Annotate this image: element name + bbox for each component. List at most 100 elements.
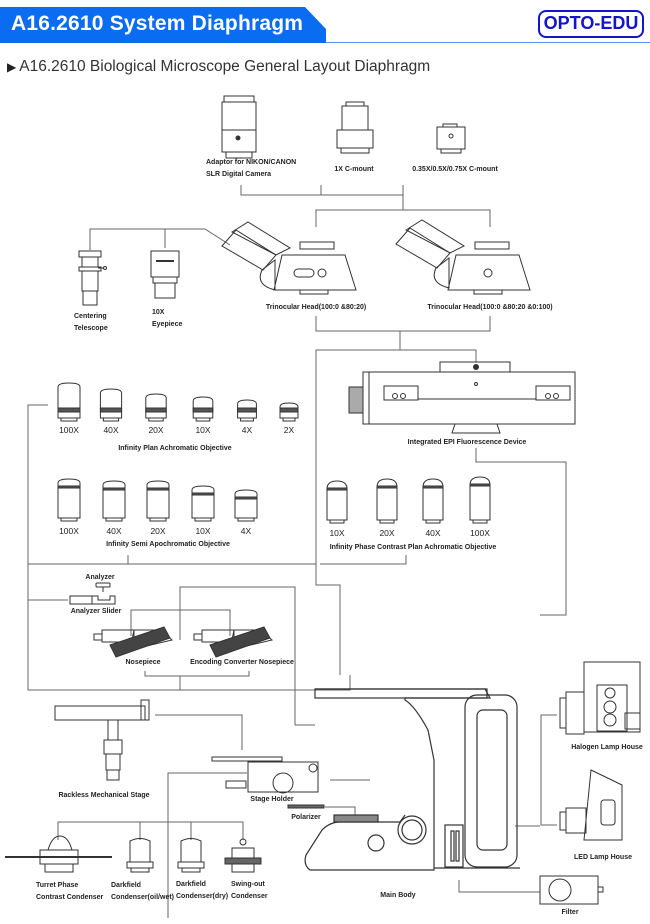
magnification-label: 10X	[329, 528, 345, 538]
analyzer-slider-label: Analyzer Slider	[70, 608, 122, 615]
objective-band	[99, 407, 123, 413]
c-mount-reduced-label: 0.35X/0.5X/0.75X C-mount	[412, 166, 498, 173]
brand-logo: OPTO-EDU	[538, 10, 644, 38]
darkfield-dry-drawing	[177, 838, 205, 873]
magnification-label: 10X	[195, 425, 211, 435]
header-tab	[0, 7, 326, 43]
magnification-label: 40X	[106, 526, 122, 536]
filter-label: Filter	[561, 909, 579, 916]
magnification-label: 4X	[240, 526, 252, 536]
magnification-label: 20X	[150, 526, 166, 536]
plan-achromatic-objectives	[57, 382, 299, 422]
objective-lens	[237, 399, 257, 419]
swing-out-condenser-drawing	[224, 838, 262, 873]
filter-drawing	[539, 875, 604, 905]
mechanical-stage-drawing	[54, 699, 150, 781]
objective-band	[146, 487, 170, 491]
objective-band	[279, 407, 299, 413]
centering-telescope-drawing	[78, 250, 107, 306]
magnification-label: 4X	[241, 425, 253, 435]
polarizer-label: Polarizer	[291, 814, 321, 821]
magnification-label: 100X	[59, 425, 79, 435]
objective-band	[234, 496, 258, 500]
objective-thread	[60, 517, 78, 522]
c-mount-reduced-drawing	[436, 123, 466, 154]
objective-lens	[99, 388, 123, 419]
magnification-label: 20X	[379, 528, 395, 538]
mechanical-stage-label: Rackless Mechanical Stage	[58, 792, 150, 799]
eyepiece-drawing	[150, 250, 180, 299]
objective-thread	[60, 417, 78, 422]
objective-band	[57, 485, 81, 489]
encoding-nosepiece-label: Encoding Converter Nosepiece	[190, 659, 294, 666]
led-lamp-drawing	[559, 769, 623, 841]
c-mount-1x-drawing	[336, 101, 374, 154]
analyzer-drawing	[69, 582, 116, 605]
darkfield-oil-drawing	[126, 838, 154, 873]
objective-thread	[237, 517, 255, 522]
objective-lens	[469, 476, 491, 521]
page-title: A16.2610 System Diaphragm	[11, 12, 304, 35]
analyzer-label: Analyzer	[85, 574, 115, 581]
trinocular-head-b-drawing	[395, 219, 531, 295]
c-mount-1x-label: 1X C-mount	[334, 166, 374, 173]
objective-lens	[146, 480, 170, 519]
objective-lens	[422, 478, 444, 521]
section-subtitle: ▶A16.2610 Biological Microscope General …	[7, 58, 430, 76]
objective-lens	[57, 478, 81, 519]
trinocular-head-b-label: Trinocular Head(100:0 &80:20 &0:100)	[427, 304, 553, 311]
nosepiece-label: Nosepiece	[125, 659, 161, 666]
plan-achromatic-label: Infinity Plan Achromatic Objective	[118, 445, 232, 452]
objective-band	[376, 485, 398, 489]
halogen-lamp-drawing	[559, 661, 641, 735]
stage-holder-drawing	[211, 756, 319, 794]
objective-lens	[376, 478, 398, 521]
objective-thread	[329, 519, 345, 524]
magnification-label: 40X	[425, 528, 441, 538]
main-body-drawing	[304, 688, 520, 871]
subtitle-text: A16.2610 Biological Microscope General L…	[19, 58, 431, 75]
objective-lens	[191, 485, 215, 519]
objective-thread	[282, 417, 296, 422]
objective-lens	[234, 489, 258, 519]
objective-band	[237, 407, 257, 413]
objective-thread	[240, 417, 254, 422]
objective-lens	[145, 393, 167, 419]
stage-holder-label: Stage Holder	[250, 796, 294, 803]
objective-thread	[472, 519, 488, 524]
objective-band	[145, 407, 167, 413]
nosepiece-drawing	[93, 626, 174, 658]
trinocular-head-a-drawing	[221, 221, 357, 295]
magnification-label: 10X	[195, 526, 211, 536]
objective-band	[57, 407, 81, 413]
encoding-nosepiece-drawing	[193, 626, 274, 658]
objective-lens	[102, 480, 126, 519]
objective-lens	[279, 402, 299, 419]
magnification-label: 40X	[103, 425, 119, 435]
turret-condenser-drawing	[5, 835, 112, 873]
magnification-label: 100X	[470, 528, 490, 538]
objective-thread	[195, 417, 211, 422]
objective-thread	[105, 517, 123, 522]
semi-apochromatic-objectives	[57, 478, 258, 522]
trinocular-head-a-label: Trinocular Head(100:0 &80:20)	[265, 304, 367, 311]
halogen-lamp-label: Halogen Lamp House	[571, 744, 643, 751]
epi-fluorescence-drawing	[348, 361, 576, 434]
objective-thread	[425, 519, 441, 524]
magnification-label: 2X	[283, 425, 295, 435]
objective-band	[191, 492, 215, 496]
objective-band	[422, 485, 444, 489]
objective-lens	[57, 382, 81, 419]
objective-band	[102, 487, 126, 491]
objective-band	[326, 487, 348, 491]
connector-lines	[27, 185, 567, 918]
header-divider	[326, 42, 650, 43]
